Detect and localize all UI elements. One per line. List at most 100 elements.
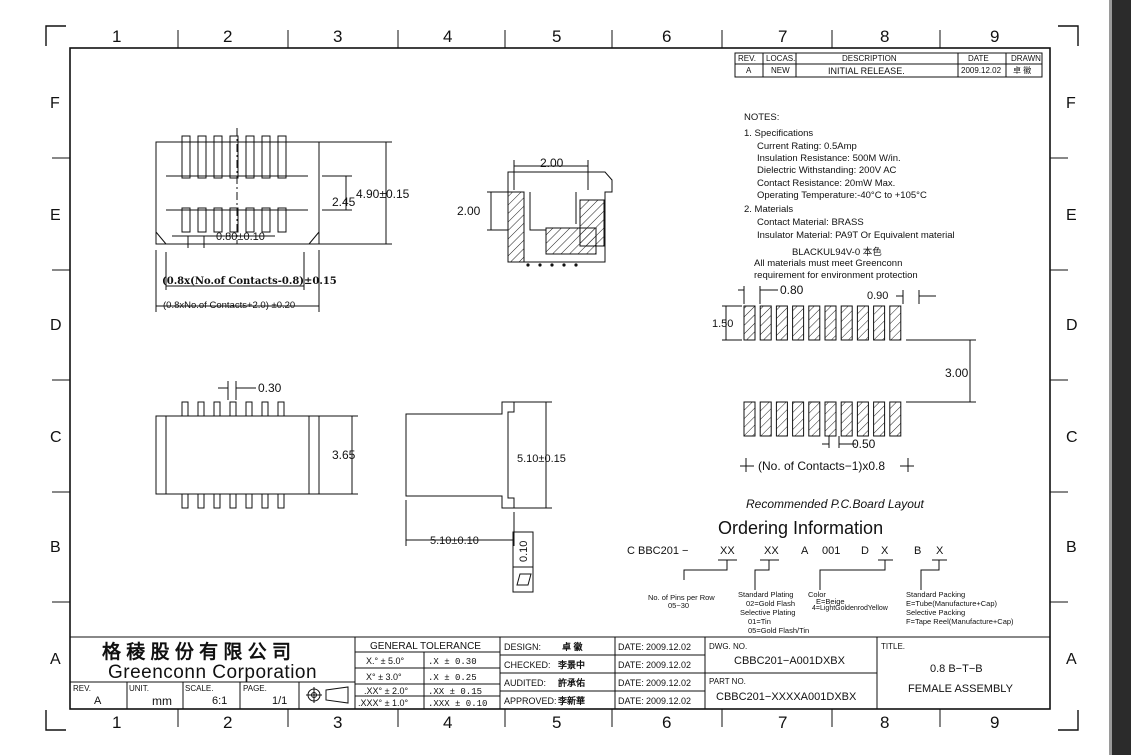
rev-value: A — [94, 695, 102, 707]
color-2: 4=LightGoldenrodYellow — [812, 605, 889, 612]
zone-row-label: D — [1066, 317, 1078, 334]
color-1: E=Beige — [816, 597, 845, 606]
zone-row-label: D — [50, 317, 62, 334]
contact-pin — [261, 493, 269, 509]
role-approved: APPROVED: — [504, 696, 557, 706]
code-d: D — [861, 545, 869, 557]
pcb-pad — [792, 305, 805, 341]
contact-pin — [277, 493, 285, 509]
code-a: A — [801, 545, 809, 557]
zone-col-label: 7 — [778, 713, 787, 732]
material-line-2: Insulator Material: PA9T Or Equivalent m… — [757, 230, 955, 241]
side-section-view — [487, 160, 613, 263]
rev-row-rev: A — [746, 66, 752, 75]
contact-pin — [245, 401, 253, 417]
packing-1: E=Tube(Manufacture+Cap) — [906, 599, 998, 608]
contact-point — [574, 263, 578, 267]
ordering-title: Ordering Information — [718, 518, 883, 538]
pcb-dim-pad-len: 1.50 — [712, 318, 733, 330]
role-checked: CHECKED: — [504, 660, 551, 670]
code-b: B — [914, 545, 921, 557]
pcb-pad — [824, 401, 837, 437]
rev-header-description: DESCRIPTION — [842, 54, 897, 63]
packing-2: F=Tape Reel(Manufacture+Cap) — [906, 617, 1014, 626]
spec-line-2: Insulation Resistance: 500M W/in. — [757, 153, 901, 164]
contact-pin — [213, 493, 221, 509]
code-prefix: C BBC201 − — [627, 545, 688, 557]
contact-pin — [229, 135, 239, 179]
contact-pin — [181, 207, 191, 233]
unit-label: UNIT. — [129, 684, 149, 693]
zone-col-label: 8 — [880, 27, 889, 46]
pcb-pad — [792, 401, 805, 437]
contact-pin — [261, 207, 271, 233]
unit-value: mm — [152, 694, 172, 708]
contact-pin — [277, 207, 287, 233]
title-block — [69, 636, 1051, 710]
contact-pin — [197, 135, 207, 179]
date-label-3: DATE: — [618, 678, 644, 688]
tol-angle-1: X.° ± 5.0° — [366, 656, 405, 666]
zone-col-label: 9 — [990, 713, 999, 732]
contact-pin — [229, 493, 237, 509]
date-checked: 2009.12.02 — [646, 660, 691, 670]
tol-angle-4: .XXX° ± 1.0° — [358, 698, 409, 708]
pcb-formula: (No. of Contacts−1)x0.8 — [758, 459, 885, 473]
pcb-pad — [808, 401, 821, 437]
contact-pin — [213, 207, 223, 233]
contact-pin — [181, 401, 189, 417]
zone-col-label: 5 — [552, 713, 561, 732]
side-flatness-value: 0.10 — [518, 541, 530, 562]
pcb-pad — [856, 401, 869, 437]
material-line-3: BLACKUL94V-0 本色 — [792, 246, 882, 258]
zone-col-label: 3 — [333, 713, 342, 732]
env-line-1: All materials must meet Greenconn — [754, 258, 902, 269]
company-cn: 格 稜 股 份 有 限 公 司 — [102, 640, 291, 663]
rev-row-date: 2009.12.02 — [961, 66, 1002, 75]
rev-label: REV. — [73, 684, 91, 693]
contact-pin — [261, 401, 269, 417]
scale-value: 6:1 — [212, 695, 227, 707]
zone-row-label: C — [1066, 429, 1078, 446]
plating-sel-1: 01=Tin — [748, 617, 771, 626]
rev-row-drawn: 卓 徽 — [1013, 65, 1031, 75]
spec-line-4: Contact Resistance: 20mW Max. — [757, 178, 895, 189]
rev-row-locas: NEW — [771, 66, 790, 75]
zone-col-label: 9 — [990, 27, 999, 46]
title-label: TITLE. — [881, 642, 905, 651]
top-formula-a: (0.8x(No.of Contacts-0.8)±0.15 — [162, 276, 337, 287]
tol-angle-3: .XX° ± 2.0° — [364, 686, 409, 696]
contact-pin — [197, 493, 205, 509]
notes-block: NOTES: 1. Specifications Current Rating:… — [744, 112, 955, 281]
contact-pin — [181, 493, 189, 509]
zone-row-label: E — [1066, 207, 1077, 224]
role-audited: AUDITED: — [504, 678, 546, 688]
date-label-1: DATE: — [618, 642, 644, 652]
top-formula-b: (0.8xNo.of Contacts+2.0) ±0.20 — [163, 300, 295, 311]
zone-row-label: B — [50, 539, 61, 556]
tol-angle-2: X° ± 3.0° — [366, 672, 402, 682]
date-design: 2009.12.02 — [646, 642, 691, 652]
color-label: Color — [808, 590, 826, 599]
zone-col-label: 5 — [552, 27, 561, 46]
contact-pin — [277, 135, 287, 179]
zone-row-label: B — [1066, 539, 1077, 556]
contact-point — [526, 263, 530, 267]
revision-table: REV. LOCAS. DESCRIPTION DATE DRAWN A NEW… — [734, 52, 1043, 78]
title-line-2: FEMALE ASSEMBLY — [908, 683, 1014, 695]
spec-line-5: Operating Temperature:-40°C to +105°C — [757, 190, 927, 201]
zone-col-label: 8 — [880, 713, 889, 732]
pcb-pad — [889, 305, 902, 341]
zone-col-label: 3 — [333, 27, 342, 46]
zone-col-label: 6 — [662, 713, 671, 732]
rev-header-rev: REV. — [738, 54, 756, 63]
pins-label: No. of Pins per Row — [648, 593, 715, 602]
packing-label: Standard Packing — [906, 590, 965, 599]
pcb-pad — [775, 305, 788, 341]
zone-col-label: 2 — [223, 27, 232, 46]
date-approved: 2009.12.02 — [646, 696, 691, 706]
pcb-pad — [873, 305, 886, 341]
part-label: PART NO. — [709, 677, 746, 686]
zone-col-label: 4 — [443, 713, 452, 732]
